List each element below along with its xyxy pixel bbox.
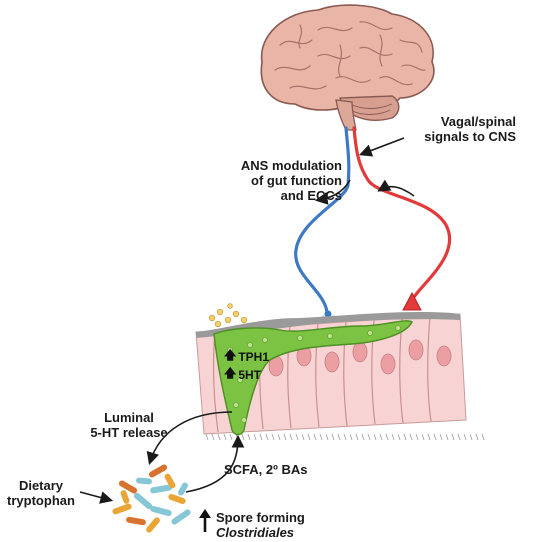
- brain-illustration: [260, 4, 435, 131]
- luminal-label: Luminal 5-HT release: [74, 410, 184, 440]
- spore-up-arrow: [199, 509, 211, 532]
- scfa-label: SCFA, 2º BAs: [224, 462, 308, 477]
- bacteria-cluster: [112, 464, 191, 533]
- enterochromaffin-cell: [213, 320, 413, 436]
- spore-text: Spore forming: [216, 510, 305, 525]
- luminal-label-line2: 5-HT release: [90, 425, 168, 440]
- 5ht-text: 5HT: [238, 367, 262, 382]
- tph1-text: TPH1: [238, 349, 270, 364]
- arrows: [79, 137, 415, 504]
- arrow-luminal-release: [146, 411, 233, 466]
- afferent-nerve: [352, 126, 452, 311]
- arrow-ans: [314, 179, 351, 205]
- vagal-label-line2: signals to CNS: [424, 129, 516, 144]
- 5ht-label: 🡅 5HT: [224, 364, 261, 385]
- increase-arrow-icon: 🡅: [224, 348, 237, 362]
- clostridiales-text: Clostridiales: [216, 525, 295, 540]
- vagal-label-line1: Vagal/spinal: [440, 114, 516, 129]
- gut-epithelium: [195, 303, 485, 441]
- arrow-dietary: [79, 491, 114, 504]
- luminal-label-line1: Luminal: [104, 410, 154, 425]
- tph1-label: 🡅 TPH1: [224, 346, 269, 367]
- ans-label-line1: ANS modulation: [240, 158, 342, 173]
- ans-label-line3: and ECCs: [280, 188, 342, 203]
- arrow-vagal-to-nerve: [359, 137, 405, 157]
- dietary-label-line2: tryptophan: [7, 493, 75, 508]
- vagal-label: Vagal/spinal signals to CNS: [376, 114, 516, 144]
- dietary-label-line1: Dietary: [18, 478, 64, 493]
- dietary-label: Dietary tryptophan: [6, 478, 76, 508]
- increase-arrow-icon: 🡅: [224, 366, 237, 380]
- ans-label-line2: of gut function: [251, 173, 342, 188]
- spore-label: Spore forming Clostridiales: [216, 510, 305, 540]
- arrow-scfa: [185, 434, 245, 493]
- efferent-nerve: [294, 126, 351, 321]
- scfa-text: SCFA, 2º BAs: [224, 462, 308, 477]
- ans-label: ANS modulation of gut function and ECCs: [212, 158, 342, 203]
- arrow-afferent: [377, 179, 415, 197]
- mucus-layer: [196, 312, 460, 338]
